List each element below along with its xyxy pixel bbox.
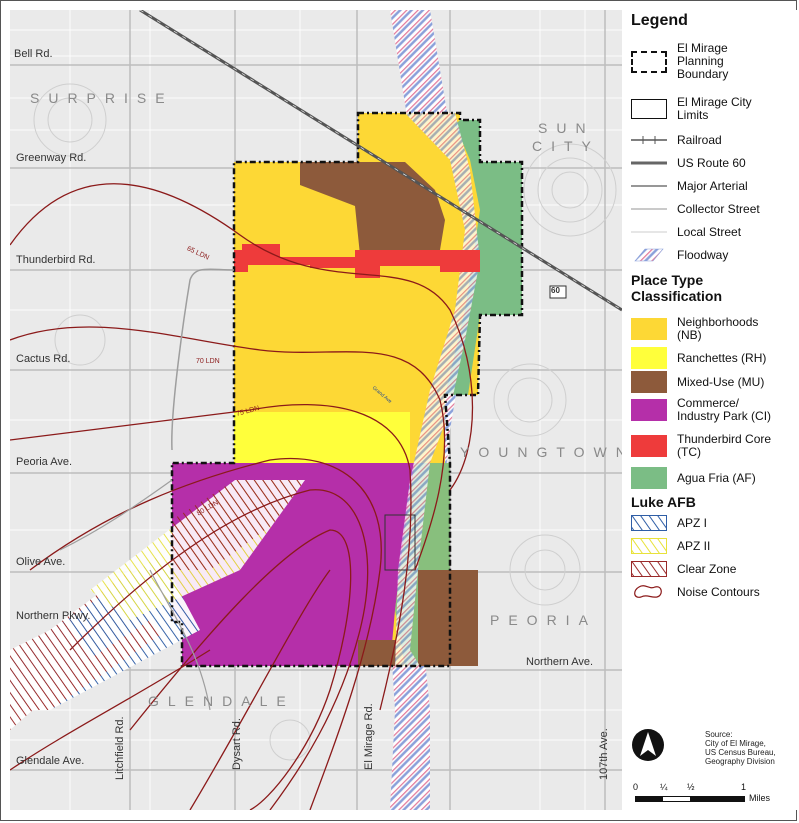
planning-boundary-icon	[631, 50, 667, 73]
road-label-greenway: Greenway Rd.	[16, 152, 87, 164]
legend-panel: Legend El Mirage Planning Boundary El Mi…	[625, 10, 797, 810]
scale-label-half: ½	[687, 782, 695, 792]
ranchettes-swatch	[631, 347, 667, 369]
road-label-el-mirage: El Mirage Rd.	[363, 703, 375, 770]
legend-item-collector-street: Collector Street	[631, 201, 760, 217]
us60-shield: 60	[551, 286, 560, 295]
legend-item-us-route-60: US Route 60	[631, 155, 746, 171]
legend-item-mixed-use: Mixed-Use (MU)	[631, 371, 764, 393]
local-line-icon	[631, 231, 667, 233]
route-line-icon	[631, 161, 667, 165]
legend-item-city-limits: El Mirage City Limits	[631, 96, 752, 122]
road-label-northern-pkwy: Northern Pkwy.	[16, 610, 91, 622]
place-label-surprise: SURPRISE	[30, 90, 174, 106]
place-label-youngtown: YOUNGTOWN	[460, 444, 622, 460]
scale-label-quarter: ¼	[660, 782, 668, 792]
place-label-sun: SUN	[538, 120, 595, 136]
north-arrow-icon	[632, 729, 664, 761]
legend-item-local-street: Local Street	[631, 224, 741, 240]
arterial-line-icon	[631, 185, 667, 187]
agua-fria-swatch	[631, 467, 667, 489]
legend-item-clear-zone: Clear Zone	[631, 561, 736, 577]
road-label-107th: 107th Ave.	[598, 728, 610, 780]
place-label-peoria: PEORIA	[490, 612, 597, 628]
legend-item-apz2: APZ II	[631, 538, 710, 554]
map-canvas	[10, 10, 622, 810]
floodway-icon	[634, 248, 664, 262]
road-label-olive: Olive Ave.	[16, 556, 66, 568]
apz2-swatch	[631, 538, 667, 554]
road-label-thunderbird: Thunderbird Rd.	[16, 254, 96, 266]
collector-line-icon	[631, 208, 667, 210]
noise-contour-icon	[634, 585, 662, 598]
neighborhoods-swatch	[631, 318, 667, 340]
legend-item-commerce: Commerce/ Industry Park (CI)	[631, 397, 771, 423]
legend-title: Legend	[631, 12, 688, 29]
legend-item-thunderbird-core: Thunderbird Core (TC)	[631, 433, 771, 459]
land-use-map[interactable]: Bell Rd. Greenway Rd. Thunderbird Rd. Ca…	[10, 10, 622, 810]
place-label-city: CITY	[532, 138, 600, 154]
clear-zone-swatch	[631, 561, 667, 577]
road-label-litchfield: Litchfield Rd.	[114, 716, 126, 780]
road-label-peoria: Peoria Ave.	[16, 456, 73, 468]
road-label-dysart: Dysart Rd.	[231, 718, 243, 770]
source-note: Source: City of El Mirage, US Census Bur…	[705, 730, 776, 766]
road-label-cactus: Cactus Rd.	[16, 353, 71, 365]
mixed-use-swatch	[631, 371, 667, 393]
scale-bar	[635, 796, 745, 802]
place-type-title: Place Type Classification	[631, 272, 723, 304]
legend-item-ranchettes: Ranchettes (RH)	[631, 347, 766, 369]
legend-item-planning-boundary: El Mirage Planning Boundary	[631, 42, 728, 81]
legend-item-floodway: Floodway	[631, 247, 728, 263]
thunderbird-core-swatch	[631, 435, 667, 457]
scale-label-1: 1	[741, 782, 747, 792]
luke-afb-title: Luke AFB	[631, 494, 696, 510]
legend-item-railroad: Railroad	[631, 132, 722, 148]
noise-label-70: 70 LDN	[196, 358, 220, 365]
road-label-northern-ave: Northern Ave.	[526, 656, 594, 668]
scale-label-0: 0	[633, 782, 639, 792]
city-limits-icon	[631, 99, 667, 119]
legend-item-major-arterial: Major Arterial	[631, 178, 748, 194]
road-label-bell: Bell Rd.	[14, 48, 53, 60]
railroad-icon	[631, 136, 667, 144]
commerce-swatch	[631, 399, 667, 421]
apz1-swatch	[631, 515, 667, 531]
place-label-glendale: GLENDALE	[148, 693, 295, 709]
legend-item-agua-fria: Agua Fria (AF)	[631, 467, 756, 489]
scale-unit: Miles	[749, 793, 771, 803]
legend-item-neighborhoods: Neighborhoods (NB)	[631, 316, 758, 342]
legend-item-apz1: APZ I	[631, 515, 707, 531]
legend-item-noise-contours: Noise Contours	[631, 584, 760, 600]
road-label-glendale: Glendale Ave.	[16, 755, 85, 767]
